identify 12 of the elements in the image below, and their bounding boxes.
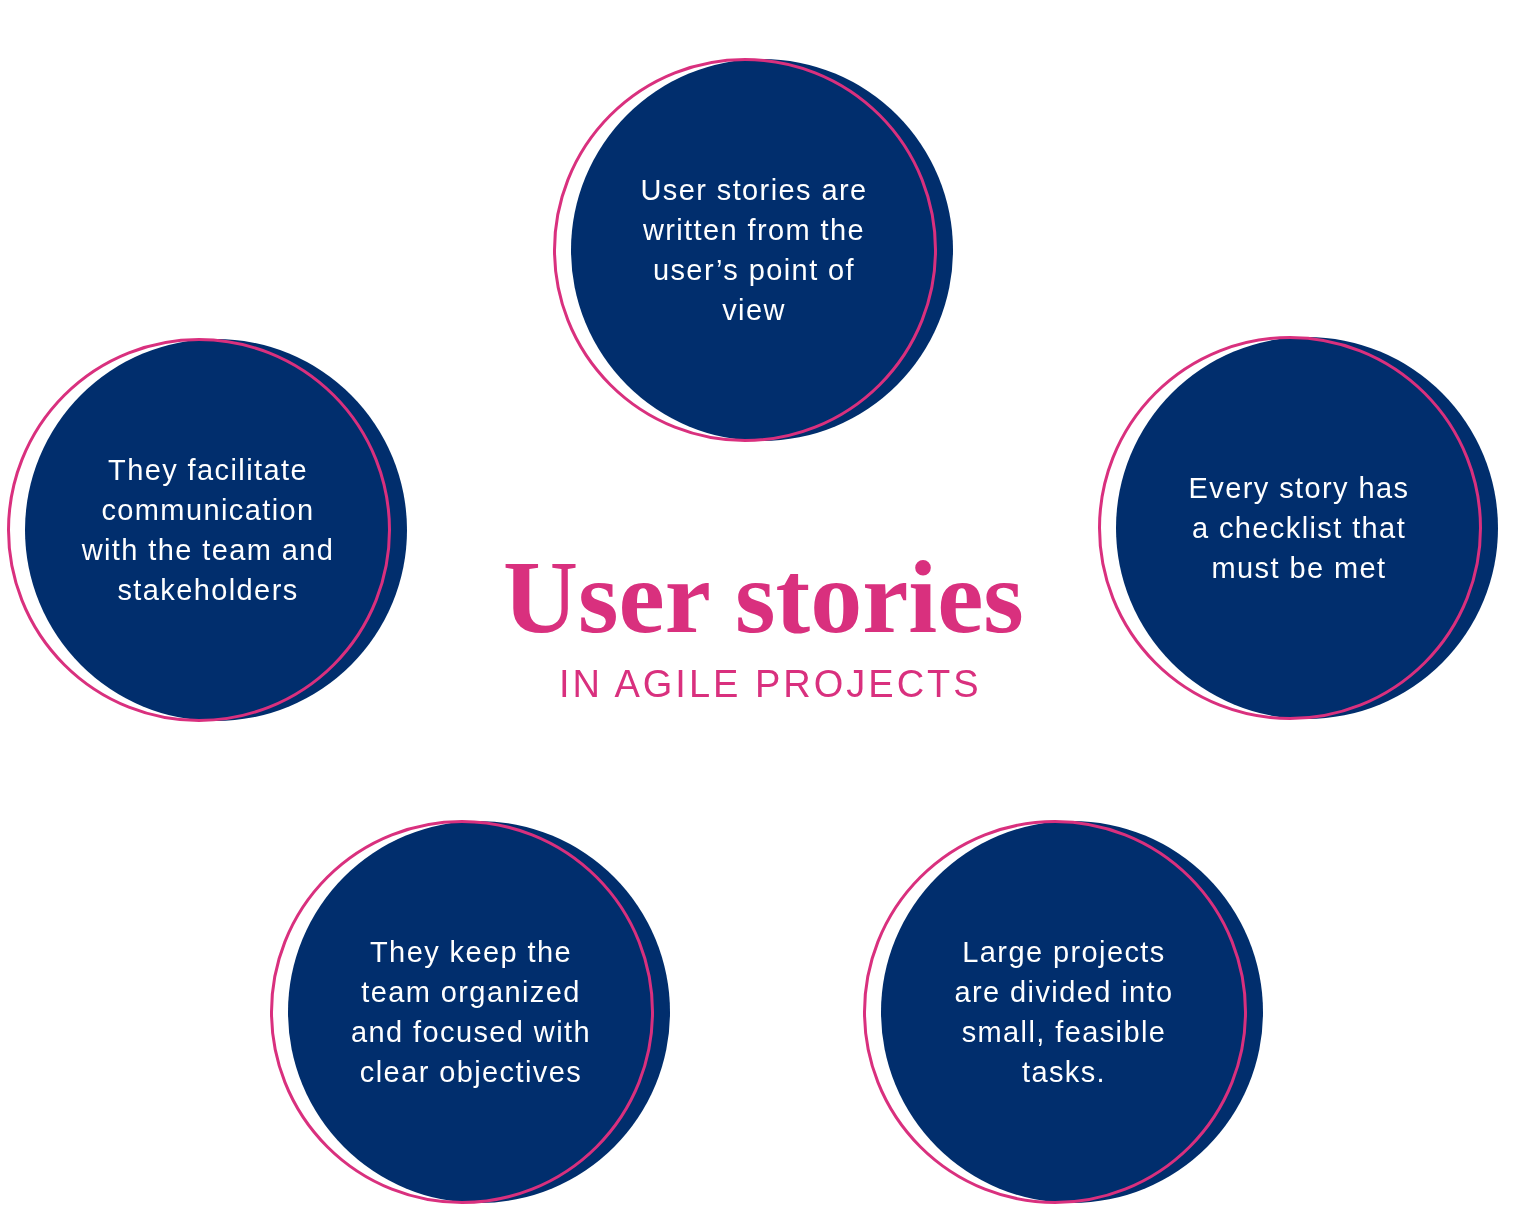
- story-circle: [1097, 335, 1499, 721]
- story-circle: [862, 819, 1264, 1205]
- story-circle: [269, 819, 671, 1205]
- title: User stories: [503, 545, 1024, 649]
- story-circle: [552, 57, 954, 443]
- circle-text: They keep the team organized and focused with clear objectives: [349, 935, 592, 1090]
- circle-text: Large projects are divided into small, feasible tasks.: [953, 935, 1175, 1090]
- story-circle: [6, 337, 408, 723]
- circle-text: User stories are written from the user’s point of view: [639, 173, 869, 328]
- subtitle: IN AGILE PROJECTS: [559, 662, 982, 706]
- circle-text: Every story has a checklist that must be met: [1187, 471, 1411, 586]
- circle-text: They facilitate communication with the team and stakeholders: [80, 453, 336, 608]
